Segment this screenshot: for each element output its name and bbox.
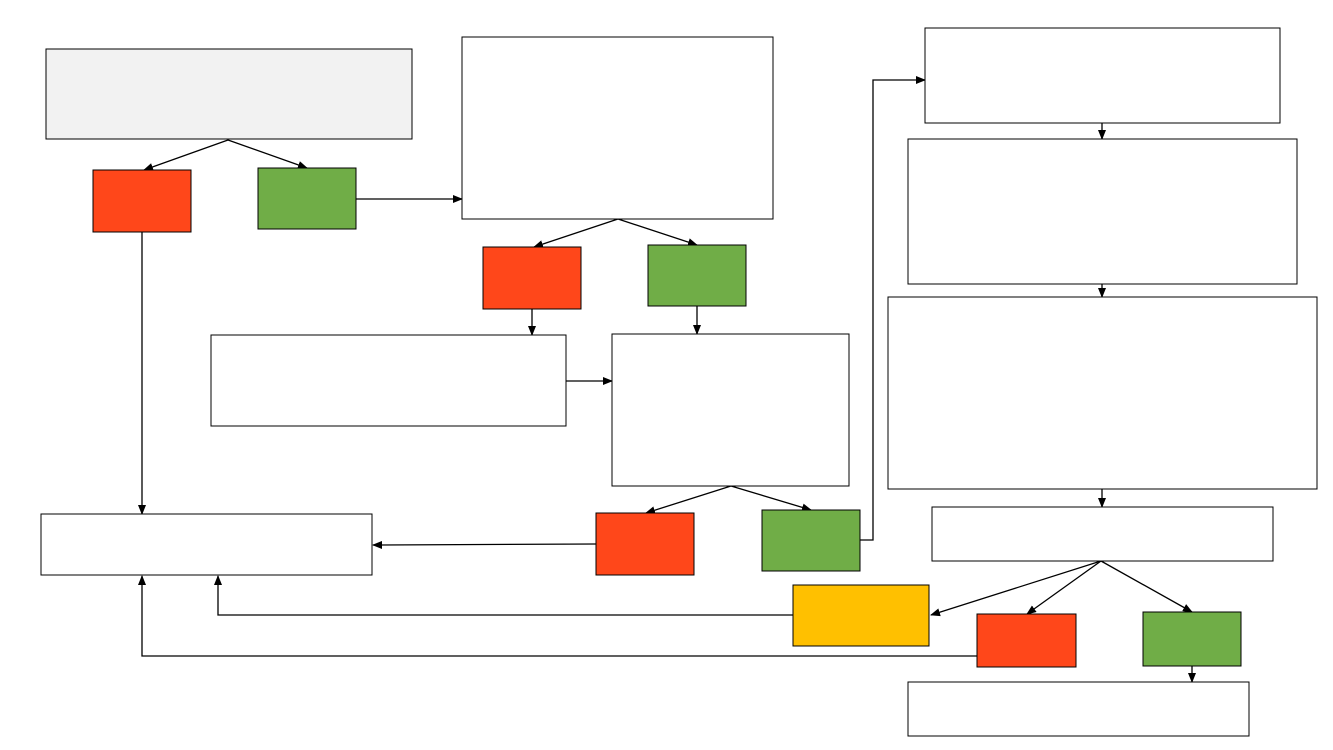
yes-outcome-box-4 xyxy=(1142,611,1242,667)
no-outcome-box-1 xyxy=(92,169,192,233)
connector-partial-to-result-box xyxy=(214,575,793,616)
step-box-d xyxy=(611,333,850,487)
step-box-i xyxy=(907,681,1250,737)
step-box-g xyxy=(887,296,1318,490)
no-outcome-box-3 xyxy=(595,512,695,576)
no-outcome-box-4 xyxy=(976,613,1077,668)
start-box xyxy=(45,48,413,140)
node-layer xyxy=(40,27,1318,737)
connector-no3-to-result-box xyxy=(372,540,597,549)
yes-outcome-box-1 xyxy=(257,167,357,230)
partial-outcome-box xyxy=(792,584,930,647)
connector-start-to-yes1 xyxy=(227,139,308,169)
connector-step-h-to-yes4 xyxy=(1100,560,1193,613)
step-box-b xyxy=(461,36,774,220)
yes-outcome-box-2 xyxy=(647,244,747,307)
connector-no4-to-result-box xyxy=(138,575,977,657)
connector-step-b-to-no2 xyxy=(533,218,619,248)
step-box-h xyxy=(931,506,1274,562)
step-box-f xyxy=(907,138,1298,285)
connector-step-b-to-yes2 xyxy=(617,218,698,246)
connector-yes3-to-step-e xyxy=(860,76,926,541)
result-box xyxy=(40,513,373,576)
no-outcome-box-2 xyxy=(482,246,582,310)
connector-step-d-to-no3 xyxy=(645,485,732,515)
connector-start-to-no1 xyxy=(143,139,229,171)
connector-layer xyxy=(138,76,1196,683)
connector-step-d-to-yes3 xyxy=(730,485,812,512)
step-box-e xyxy=(924,27,1281,124)
step-box-c xyxy=(210,334,567,427)
connector-step-h-to-partial xyxy=(930,560,1102,617)
connector-step-h-to-no4 xyxy=(1026,560,1102,615)
yes-outcome-box-3 xyxy=(761,509,861,572)
